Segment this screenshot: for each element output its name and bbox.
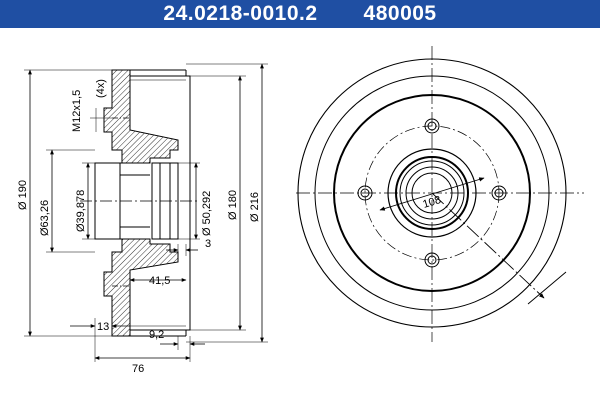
brake-drum-drawing: Ø 190 Ø63,26 Ø39,878 M12x1,5 (4x) Ø 50,2… <box>17 46 584 375</box>
dim-d39: Ø39,878 <box>75 190 87 232</box>
bolt-circle <box>364 125 500 261</box>
drum-outer-upper <box>185 70 191 336</box>
part-number: 24.0218-0010.2 <box>163 2 318 25</box>
side-dimension-texts: Ø 190 Ø63,26 Ø39,878 M12x1,5 (4x) Ø 50,2… <box>17 79 261 375</box>
dim-len13: 13 <box>97 321 109 333</box>
dim-d190: Ø 190 <box>17 180 29 210</box>
reference-number: 480005 <box>363 2 437 25</box>
section-upper <box>103 69 179 164</box>
section-lower <box>103 238 179 337</box>
side-section-view <box>80 69 200 337</box>
outer-rim-circle <box>297 58 567 328</box>
outer-diameter-leader <box>431 192 545 299</box>
stud-holes <box>357 118 507 268</box>
dim-len41: 41,5 <box>149 275 170 287</box>
rim-step-circle <box>314 75 550 311</box>
dim-thread: M12x1,5 <box>71 90 83 132</box>
header-bar: 24.0218-0010.2 480005 <box>0 0 600 28</box>
dim-d50: Ø 50,292 <box>201 191 213 236</box>
front-view <box>296 46 584 342</box>
dim-d180: Ø 180 <box>227 190 239 220</box>
dim-len76: 76 <box>132 363 144 375</box>
dim-thread-count: (4x) <box>95 79 107 98</box>
dim-d63: Ø63,26 <box>39 200 51 236</box>
dim-len3: 3 <box>205 238 211 250</box>
pcd-dimension-line <box>379 177 485 211</box>
dim-len9: 9,2 <box>149 329 164 341</box>
dim-pcd108: 108 <box>421 194 442 211</box>
dim-d216: Ø 216 <box>249 192 261 222</box>
braking-surface-circle <box>333 94 531 292</box>
side-dimension-lines <box>24 63 268 362</box>
